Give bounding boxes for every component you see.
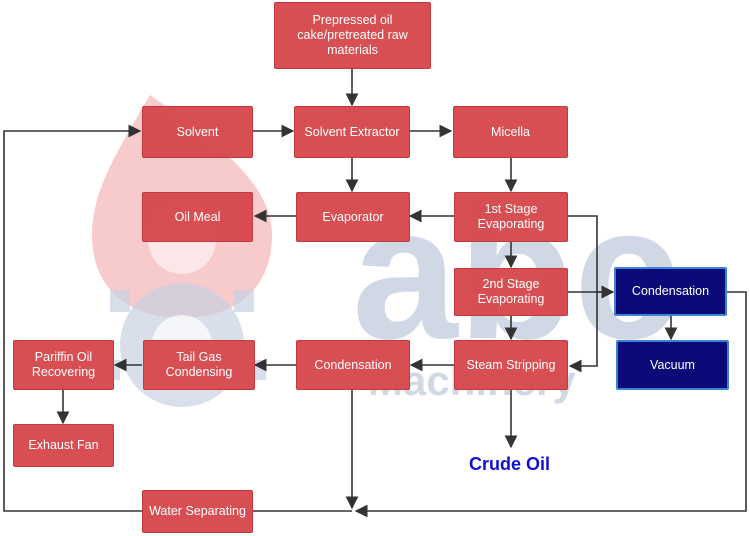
node-oil-meal: Oil Meal bbox=[142, 192, 253, 242]
node-evaporator: Evaporator bbox=[296, 192, 410, 242]
node-solvent: Solvent bbox=[142, 106, 253, 158]
node-1st-stage-evaporating: 1st Stage Evaporating bbox=[454, 192, 568, 242]
node-solvent-extractor: Solvent Extractor bbox=[294, 106, 410, 158]
node-micella: Micella bbox=[453, 106, 568, 158]
node-tail-gas-condensing: Tail Gas Condensing bbox=[143, 340, 255, 390]
node-vacuum: Vacuum bbox=[616, 340, 729, 390]
node-steam-stripping: Steam Stripping bbox=[454, 340, 568, 390]
node-condensation-vacuum-side: Condensation bbox=[614, 267, 727, 316]
node-pariffin-oil-recovering: Pariffin Oil Recovering bbox=[13, 340, 114, 390]
node-condensation: Condensation bbox=[296, 340, 410, 390]
node-prepressed-materials: Prepressed oil cake/pretreated raw mater… bbox=[274, 2, 431, 69]
node-2nd-stage-evaporating: 2nd Stage Evaporating bbox=[454, 268, 568, 316]
node-exhaust-fan: Exhaust Fan bbox=[13, 424, 114, 467]
crude-oil-output-label: Crude Oil bbox=[469, 454, 551, 474]
node-water-separating: Water Separating bbox=[142, 490, 253, 533]
